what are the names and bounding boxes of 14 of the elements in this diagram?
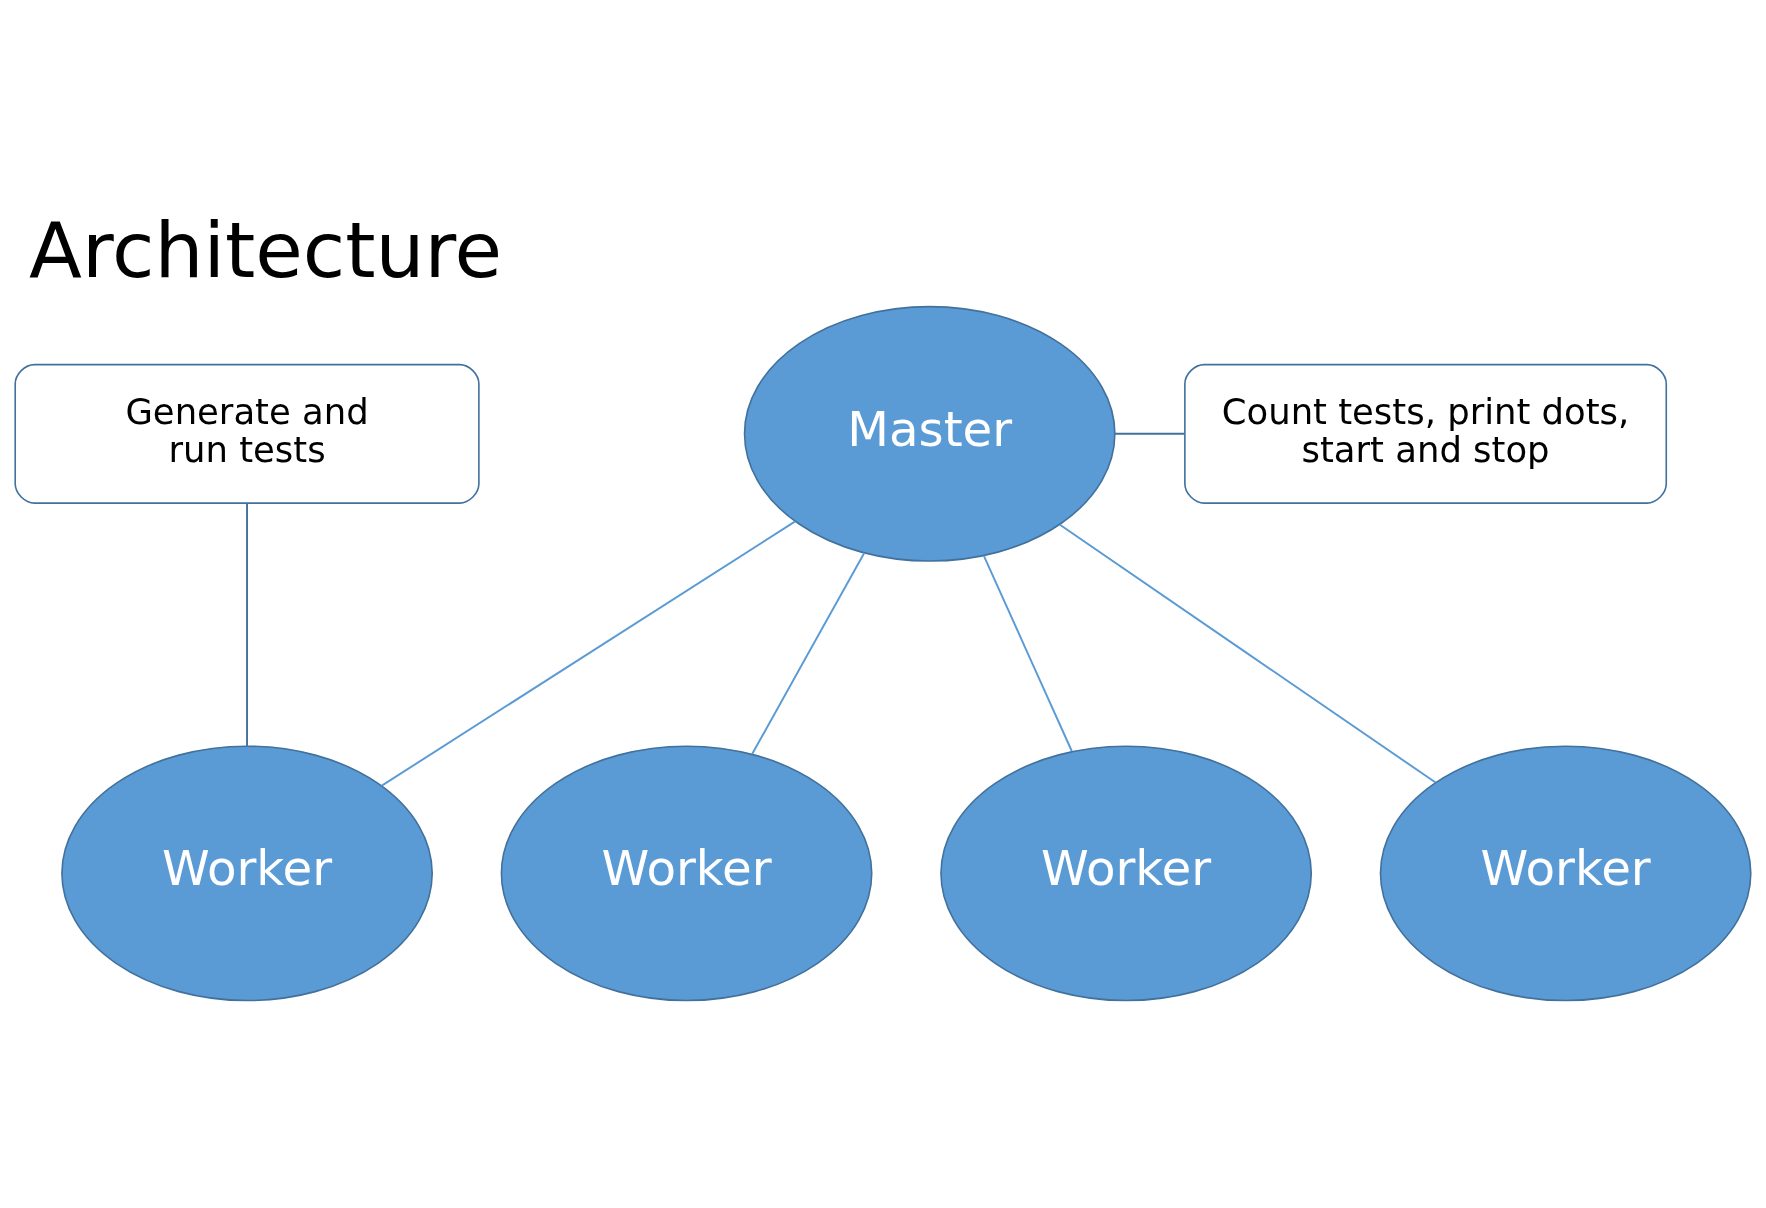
node-ellipse: Worker	[500, 744, 873, 1001]
connector	[1114, 432, 1186, 435]
node-ellipse: Master	[743, 305, 1116, 562]
connector	[1058, 523, 1437, 783]
diagram-title: Architecture	[29, 204, 503, 295]
connector	[246, 501, 248, 747]
connector	[982, 554, 1073, 752]
node-ellipse: Worker	[940, 744, 1313, 1001]
node-box: Count tests, print dots, start and stop	[1184, 363, 1668, 504]
node-ellipse: Worker	[61, 744, 433, 1001]
node-ellipse: Worker	[1379, 744, 1752, 1001]
connector	[380, 519, 797, 787]
connector	[751, 551, 866, 755]
node-box: Generate and run tests	[14, 363, 480, 504]
